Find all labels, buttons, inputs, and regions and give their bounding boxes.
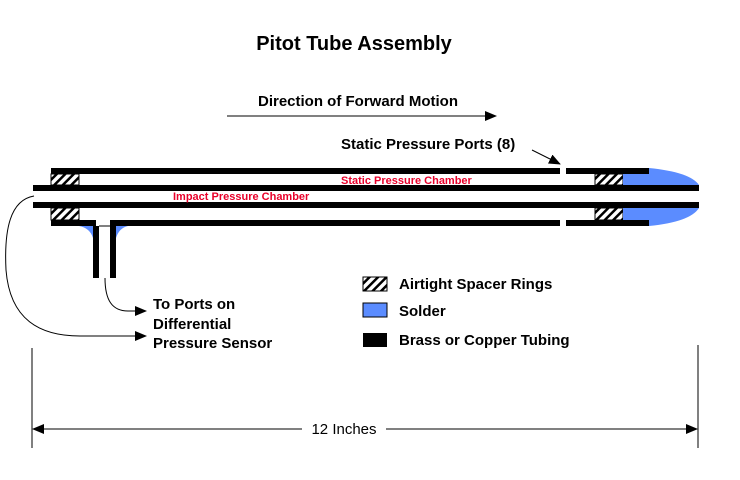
outer-tube-top-right (566, 168, 649, 174)
spacer-ring-rear-top (50, 173, 80, 186)
static-ports-arrow (531, 149, 561, 165)
solder-front-top (623, 174, 649, 185)
solder-port-right (116, 226, 128, 238)
legend-swatch-tubing (363, 333, 387, 347)
legend-swatch-solder (362, 302, 388, 318)
solder-front-bottom (623, 208, 649, 220)
legend-swatch-spacer (362, 276, 388, 292)
port-tube-left (93, 226, 99, 278)
static-connection-line (104, 277, 147, 316)
legend-label-solder: Solder (399, 303, 446, 320)
sensor-label-line3: Pressure Sensor (153, 335, 272, 352)
diagram-title: Pitot Tube Assembly (256, 33, 452, 55)
outer-tube-bottom-a (51, 220, 96, 226)
legend: Airtight Spacer Rings Solder Brass or Co… (362, 276, 570, 349)
outer-tube (51, 168, 649, 226)
impact-connection-line (5, 195, 147, 341)
solder-port-left (79, 226, 93, 238)
legend-label-spacer: Airtight Spacer Rings (399, 276, 552, 293)
spacer-ring-rear-bottom (50, 207, 80, 221)
outer-tube-bottom-b (110, 220, 560, 226)
outer-tube-bottom-right (566, 220, 649, 226)
solder-nose-top (649, 168, 699, 185)
dimension-label: 12 Inches (311, 421, 376, 438)
inner-tube (33, 185, 699, 208)
legend-label-tubing: Brass or Copper Tubing (399, 332, 570, 349)
outer-tube-top-left (51, 168, 560, 174)
impact-chamber-label: Impact Pressure Chamber (173, 191, 310, 203)
static-chamber-label: Static Pressure Chamber (341, 175, 473, 187)
inner-tube-top (33, 185, 699, 191)
spacer-ring-front-bottom (594, 207, 624, 221)
inner-tube-bottom (33, 202, 699, 208)
static-ports-label: Static Pressure Ports (8) (341, 136, 515, 153)
solder-nose-bottom (649, 208, 699, 226)
sensor-label-line1: To Ports on (153, 296, 235, 313)
spacer-ring-front-top (594, 173, 624, 186)
sensor-label-line2: Differential (153, 316, 231, 333)
direction-label: Direction of Forward Motion (258, 93, 458, 110)
port-tube-right (110, 226, 116, 278)
